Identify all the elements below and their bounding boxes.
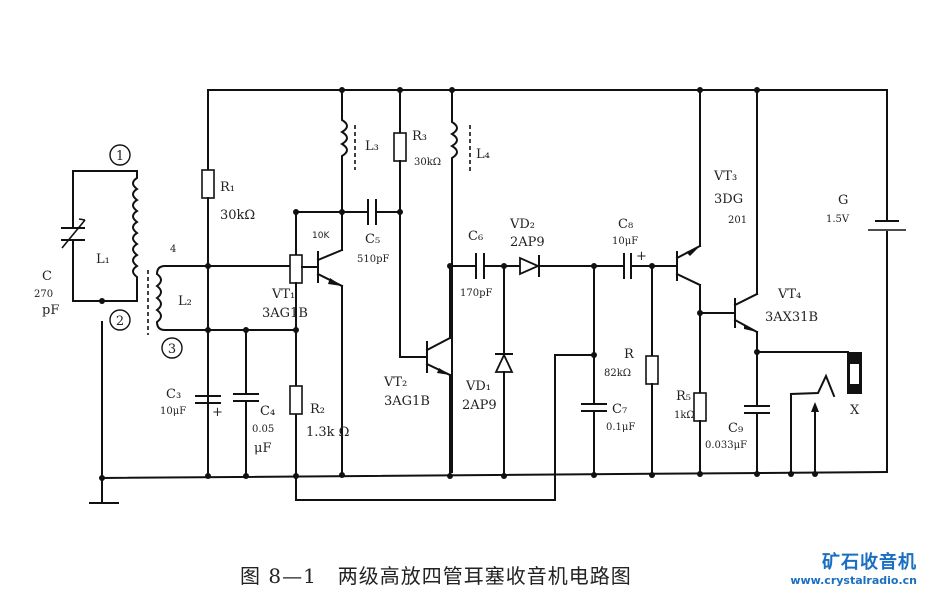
- figure-caption: 图 8—1 两级高放四管耳塞收音机电路图: [240, 564, 632, 588]
- model-VT1: 3AG1B: [262, 306, 308, 321]
- label-R2: R₂: [310, 402, 325, 417]
- label-C5: C₅: [365, 232, 380, 247]
- transistor-VT4: [699, 87, 760, 355]
- label-L2: L₂: [178, 294, 192, 309]
- value-pot: 10K: [312, 231, 330, 241]
- label-R3: R₃: [412, 129, 427, 144]
- label-VT4: VT₄: [777, 287, 801, 302]
- label-L3: L₃: [365, 139, 379, 154]
- capacitor-C5: [341, 199, 403, 225]
- value-C7: 0.1μF: [606, 422, 635, 433]
- potentiometer-10K: [289, 209, 317, 499]
- label-VD2: VD₂: [509, 217, 535, 232]
- feedback-wire: [295, 354, 595, 501]
- value-C8: 10μF: [612, 236, 638, 247]
- label-X: X: [850, 403, 860, 418]
- label-C4: C₄: [260, 404, 275, 419]
- value-R2: 1.3k Ω: [306, 425, 349, 440]
- value-C3: 10μF: [160, 406, 186, 417]
- label-L4: L₄: [476, 147, 490, 162]
- plus-C3: +: [212, 405, 223, 420]
- resistor-R5: [693, 392, 707, 475]
- resistor-R: [645, 263, 659, 475]
- label-VT2: VT₂: [383, 375, 407, 390]
- diode-VD1: [494, 265, 514, 477]
- value-C5: 510pF: [357, 254, 389, 265]
- capacitor-C8: [593, 253, 677, 279]
- capacitor-C4: [233, 327, 259, 479]
- model2-VT3: 201: [728, 215, 747, 226]
- resistor-R2: [289, 385, 345, 479]
- battery-G: [868, 220, 906, 231]
- node-label-4: 4: [170, 244, 176, 255]
- value-R1: 30kΩ: [220, 208, 255, 223]
- capacitor-C7: [581, 263, 607, 477]
- label-R: R: [624, 347, 635, 362]
- label-L1: L₁: [96, 252, 110, 267]
- capacitor-C9: [744, 351, 770, 475]
- model-VD2: 2AP9: [510, 235, 545, 250]
- watermark-url: www.crystalradio.cn: [790, 574, 917, 587]
- model-VD1: 2AP9: [462, 398, 497, 413]
- plus-C8: +: [636, 249, 647, 264]
- label-R5: R₅: [676, 389, 691, 404]
- value-C: 270: [34, 289, 53, 300]
- label-C9: C₉: [728, 421, 743, 436]
- label-C6: C₆: [468, 229, 483, 244]
- svg-text:2: 2: [116, 314, 124, 329]
- model-VT2: 3AG1B: [384, 394, 430, 409]
- watermark: 矿石收音机 www.crystalradio.cn: [790, 548, 917, 587]
- transistor-VT2: [399, 265, 452, 477]
- input-tank: [61, 170, 139, 304]
- node-marker-3: 3: [161, 337, 183, 359]
- label-C8: C₈: [618, 217, 633, 232]
- value-R5: 1kΩ: [674, 410, 695, 421]
- label-C7: C₇: [612, 402, 627, 417]
- label-R1: R₁: [220, 180, 235, 195]
- diode-VD2: [503, 255, 595, 277]
- unit-C: pF: [42, 303, 59, 318]
- value-C9: 0.033μF: [705, 440, 747, 451]
- node-marker-2: 2: [109, 309, 131, 331]
- earphone-jack-X: [756, 351, 862, 477]
- svg-text:3: 3: [168, 342, 176, 357]
- node-marker-1: 1: [109, 144, 131, 166]
- label-G: G: [838, 193, 848, 208]
- coil-L1: [132, 170, 139, 302]
- watermark-title: 矿石收音机: [822, 552, 917, 573]
- label-VT1: VT₁: [271, 287, 295, 302]
- label-C: C: [42, 269, 52, 284]
- variable-capacitor-C: [61, 218, 86, 249]
- coil-L2: [147, 265, 209, 335]
- label-VT3: VT₃: [713, 169, 737, 184]
- value-R: 82kΩ: [604, 368, 631, 379]
- value-R3: 30kΩ: [414, 157, 441, 168]
- value-C4: 0.05: [252, 424, 274, 435]
- coil-L3: [339, 87, 356, 215]
- label-C3: C₃: [166, 387, 181, 402]
- capacitor-C3: [195, 329, 221, 479]
- model-VT3: 3DG: [714, 192, 743, 207]
- capacitor-C6: [447, 253, 507, 279]
- value-G: 1.5V: [826, 214, 850, 225]
- svg-text:1: 1: [116, 149, 124, 164]
- top-rail: [207, 89, 888, 473]
- resistor-R3: [393, 87, 407, 358]
- label-VD1: VD₁: [465, 379, 491, 394]
- transistor-VT1: [316, 211, 344, 475]
- value-C6: 170pF: [460, 288, 492, 299]
- unit-C4: μF: [254, 441, 271, 456]
- model-VT4: 3AX31B: [765, 310, 818, 325]
- coil-L4: [449, 87, 471, 473]
- transistor-VT3: [675, 87, 703, 394]
